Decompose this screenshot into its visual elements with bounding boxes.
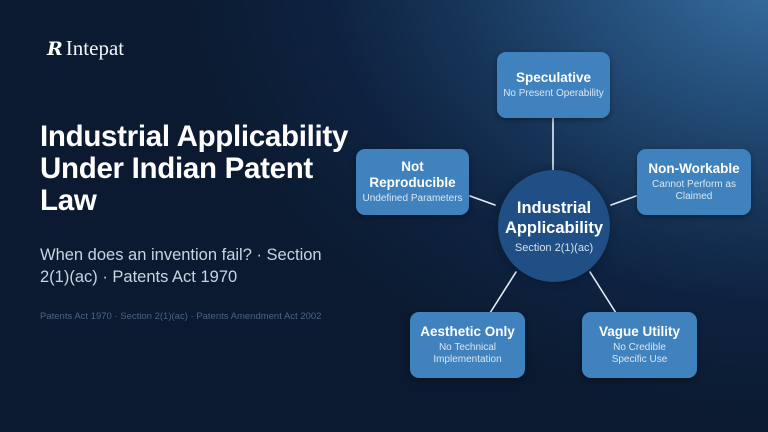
- node-subtitle: Undefined Parameters: [362, 193, 463, 204]
- brand-name: Intepat: [65, 36, 125, 60]
- node-subtitle: No Technical Implementation: [433, 342, 502, 365]
- node-subtitle: No Present Operability: [503, 88, 604, 99]
- connector-not-reproducible: [469, 195, 496, 206]
- connector-vague-utility: [589, 271, 617, 314]
- node-subtitle: No Credible Specific Use: [611, 342, 668, 365]
- page-subtitle: When does an invention fail? · Section 2…: [40, 246, 322, 286]
- center-title: Industrial Applicability: [504, 199, 604, 237]
- node-non-workable: Non-Workable Cannot Perform as Claimed: [637, 149, 751, 215]
- node-title: Not Reproducible: [369, 159, 456, 190]
- node-title: Speculative: [515, 70, 592, 85]
- node-subtitle: Cannot Perform as Claimed: [652, 179, 736, 202]
- node-vague-utility: Vague Utility No Credible Specific Use: [582, 312, 697, 378]
- node-aesthetic-only: Aesthetic Only No Technical Implementati…: [410, 312, 525, 378]
- node-speculative: Speculative No Present Operability: [497, 52, 610, 118]
- legal-references: Patents Act 1970 · Section 2(1)(ac) · Pa…: [40, 311, 322, 322]
- node-not-reproducible: Not Reproducible Undefined Parameters: [356, 149, 469, 215]
- connector-non-workable: [610, 195, 637, 206]
- connector-aesthetic-only: [489, 271, 517, 314]
- page-title: Industrial Applicability Under Indian Pa…: [40, 120, 349, 217]
- center-node-industrial-applicability: Industrial Applicability Section 2(1)(ac…: [498, 170, 610, 282]
- center-subtitle: Section 2(1)(ac): [514, 242, 594, 254]
- node-title: Aesthetic Only: [420, 324, 515, 339]
- node-title: Vague Utility: [598, 324, 681, 339]
- intepat-logo-icon: R: [47, 37, 63, 60]
- node-title: Non-Workable: [648, 161, 740, 176]
- brand-logo: R Intepat: [47, 36, 124, 61]
